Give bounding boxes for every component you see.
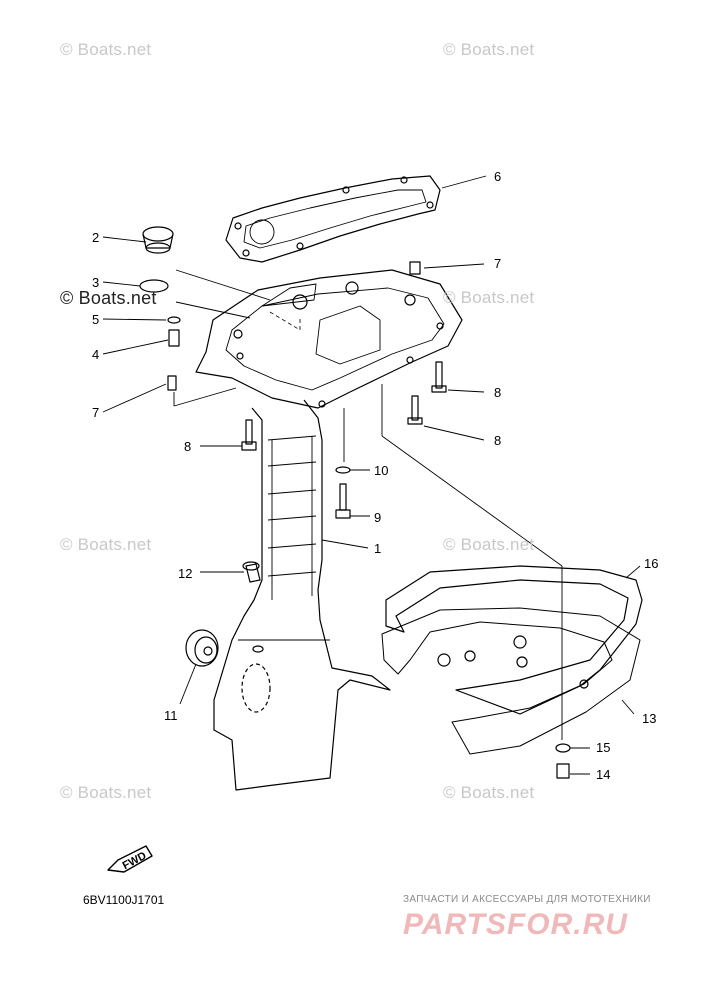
- washer-part-5: [167, 316, 181, 324]
- grommet-part-11: [185, 629, 219, 667]
- drawing-code: 6BV1100J1701: [83, 893, 165, 907]
- exhaust-guide-housing: [195, 269, 463, 409]
- dowel-part-7-left: [167, 375, 177, 391]
- callout-8: 8: [494, 433, 502, 448]
- callout-8: 8: [184, 439, 192, 454]
- bolts-part-8: [241, 361, 447, 451]
- callout-12: 12: [178, 566, 193, 581]
- gasket-part-6: [225, 175, 441, 263]
- callout-1: 1: [374, 541, 382, 556]
- callout-3: 3: [92, 275, 100, 290]
- watermark: © Boats.net: [60, 288, 157, 308]
- dowel-part-7-right: [409, 261, 421, 275]
- watermark: © Boats.net: [443, 783, 535, 802]
- watermark: © Boats.net: [60, 40, 152, 59]
- callout-9: 9: [374, 510, 382, 525]
- callout-7: 7: [494, 256, 502, 271]
- footer-brand-logo: PARTSFOR.RU: [403, 908, 628, 941]
- drive-shaft-housing-part-1: [213, 399, 391, 791]
- callout-2: 2: [92, 230, 100, 245]
- leader-lines: [102, 175, 641, 775]
- footer-tagline: ЗАПЧАСТИ И АКСЕССУАРЫ ДЛЯ МОТОТЕХНИКИ: [403, 894, 651, 905]
- washer-part-10: [335, 466, 351, 474]
- callout-14: 14: [596, 767, 611, 782]
- callout-15: 15: [596, 740, 611, 755]
- plate-part-13: [381, 607, 641, 755]
- plug-part-12: [242, 561, 261, 583]
- watermark: © Boats.net: [443, 40, 535, 59]
- cap-part-2: [142, 226, 174, 254]
- callout-7: 7: [92, 405, 100, 420]
- watermark: © Boats.net: [443, 288, 535, 307]
- cover-part-16: [385, 565, 643, 715]
- bolt-part-4: [168, 329, 180, 347]
- bolt-part-9: [335, 483, 351, 519]
- callout-5: 5: [92, 312, 100, 327]
- bolt-part-14: [556, 763, 570, 779]
- callout-4: 4: [92, 347, 100, 362]
- callout-16: 16: [644, 556, 659, 571]
- watermark: © Boats.net: [60, 535, 152, 554]
- washer-part-15: [555, 743, 571, 753]
- callout-8: 8: [494, 385, 502, 400]
- watermark: © Boats.net: [60, 783, 152, 802]
- callout-6: 6: [494, 169, 502, 184]
- callout-11: 11: [164, 708, 178, 723]
- fwd-arrow: [107, 845, 153, 873]
- watermark: © Boats.net: [443, 535, 535, 554]
- callout-13: 13: [642, 711, 657, 726]
- callout-10: 10: [374, 463, 389, 478]
